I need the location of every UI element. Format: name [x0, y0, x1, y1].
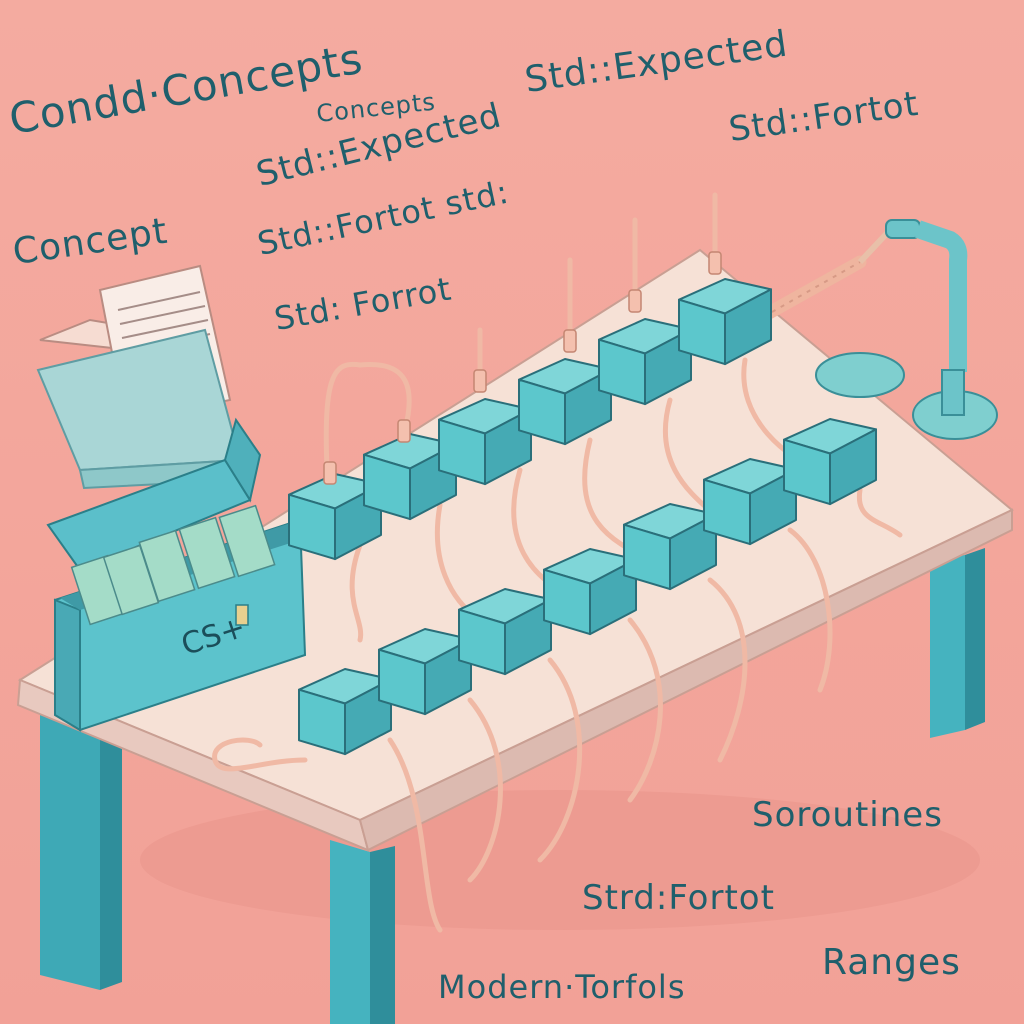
module-front-2 — [378, 628, 472, 716]
module-front-4 — [543, 548, 637, 636]
label-strd-fortot: Strd:Fortot — [582, 878, 775, 918]
module-front-5 — [623, 503, 717, 591]
module-front-3 — [458, 588, 552, 676]
hose-pipe — [753, 219, 998, 440]
toolbox — [46, 417, 307, 732]
module-front-7 — [783, 418, 877, 506]
module-front-6 — [703, 458, 797, 546]
antenna-tips — [323, 251, 722, 485]
label-modern-torfols: Modern·Torfols — [438, 968, 686, 1006]
module-back-6 — [678, 278, 772, 366]
document-folder — [36, 264, 242, 490]
table-legs — [40, 548, 985, 1024]
modules — [288, 278, 877, 756]
module-back-4 — [518, 358, 612, 446]
label-ranges: Ranges — [822, 942, 961, 983]
label-soroutines: Soroutines — [752, 795, 943, 835]
